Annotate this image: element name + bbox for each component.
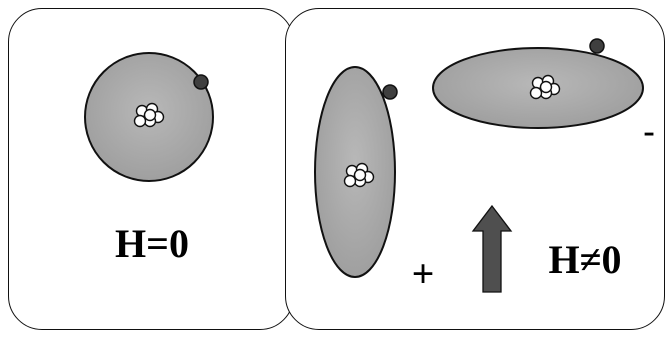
field-zero-label: H=0 [115,221,189,266]
unperturbed-atom [85,53,213,181]
horizontal-polarized-atom [433,39,643,128]
vertical-polarized-atom [315,67,397,277]
field-arrow-icon [473,206,511,292]
electron [383,85,397,99]
electron [590,39,604,53]
plus-sign: + [412,251,435,296]
electron [194,75,208,89]
minus-sign: - [643,113,654,150]
field-nonzero-label: H≠0 [548,237,621,282]
